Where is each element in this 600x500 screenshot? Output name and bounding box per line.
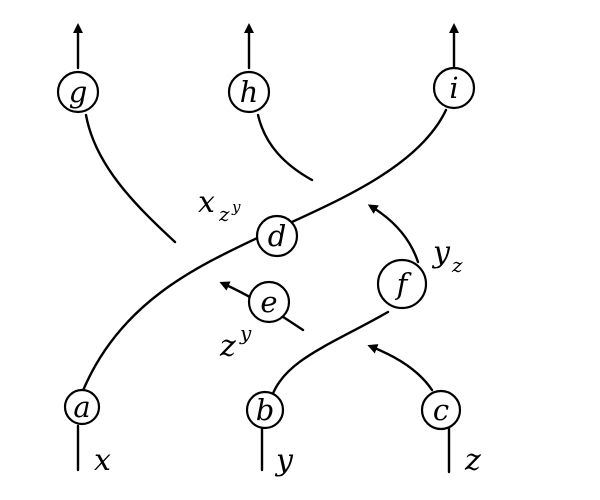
input-label-x: x bbox=[94, 443, 111, 478]
node-h: h bbox=[227, 70, 271, 114]
annotation-x-z-y: x z y bbox=[198, 185, 241, 226]
node-label-h: h bbox=[240, 75, 259, 109]
node-label-c: c bbox=[433, 393, 449, 427]
node-label-e: e bbox=[260, 285, 277, 319]
annotation-z-y-base: z bbox=[219, 329, 236, 364]
strand-h bbox=[256, 113, 314, 182]
input-label-z: z bbox=[464, 443, 481, 478]
input-label-y: y bbox=[274, 443, 294, 478]
node-label-b: b bbox=[256, 393, 275, 427]
annotation-z-y-sup: y bbox=[239, 321, 252, 345]
annotation-x-z-y-subsub: y bbox=[231, 198, 241, 216]
node-c: c bbox=[420, 389, 462, 431]
node-label-g: g bbox=[69, 75, 88, 109]
strand-f-arrow bbox=[367, 204, 420, 264]
annotation-z-y: z y bbox=[219, 321, 252, 364]
strand-b-f bbox=[270, 310, 390, 398]
node-label-i: i bbox=[449, 71, 458, 105]
node-b: b bbox=[245, 390, 285, 430]
node-e: e bbox=[247, 280, 291, 324]
node-f: f bbox=[376, 258, 428, 310]
node-d: d bbox=[255, 214, 299, 258]
node-label-a: a bbox=[73, 390, 90, 424]
node-g: g bbox=[56, 70, 100, 114]
strand-g bbox=[84, 113, 177, 244]
node-label-d: d bbox=[268, 219, 287, 253]
annotation-y-z-sub: z bbox=[451, 253, 463, 277]
strand-c-arrow bbox=[367, 344, 434, 392]
annotation-y-z-base: y bbox=[431, 235, 451, 270]
annotation-x-z-y-base: x bbox=[198, 185, 215, 220]
annotation-y-z: y z bbox=[431, 235, 463, 277]
node-i: i bbox=[432, 66, 476, 110]
annotation-x-z-y-sub: z bbox=[218, 202, 230, 226]
node-a: a bbox=[63, 388, 101, 426]
